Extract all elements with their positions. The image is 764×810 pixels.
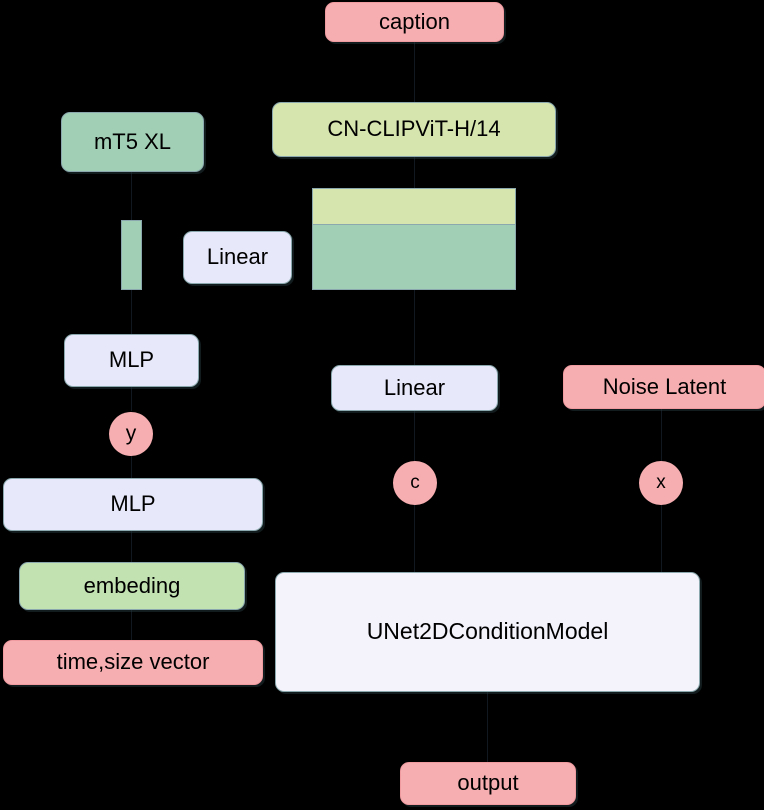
linear-mid-label: Linear (383, 374, 446, 400)
mt5-xl-label: mT5 XL (93, 128, 172, 154)
time-size-vector-label: time,size vector (56, 649, 210, 675)
x-variable-label: x (656, 472, 666, 493)
noise-latent-label: Noise Latent (602, 373, 727, 399)
linear-top-node[interactable]: Linear (183, 231, 292, 284)
embeding-node[interactable]: embeding (19, 562, 245, 610)
unet-label: UNet2DConditionModel (366, 618, 609, 645)
mlp-small-node[interactable]: MLP (64, 334, 199, 387)
time-size-vector-node[interactable]: time,size vector (3, 640, 263, 685)
edge-feature-to-linear (414, 290, 415, 365)
cn-clip-node[interactable]: CN-CLIPViT-H/14 (272, 102, 556, 157)
edge-x-to-unet (661, 505, 662, 572)
edge-greenbar-to-mlp (131, 290, 132, 334)
caption-label: caption (379, 8, 450, 34)
edge-mlpwide-to-embeding (131, 531, 132, 562)
clip-feature-top-band (312, 188, 516, 225)
edge-mlp-to-y (131, 387, 132, 411)
caption-node[interactable]: caption (325, 2, 504, 42)
linear-top-label: Linear (206, 244, 269, 270)
mlp-wide-label: MLP (110, 491, 156, 517)
c-variable-circle[interactable]: c (393, 461, 437, 505)
linear-mid-node[interactable]: Linear (331, 365, 498, 411)
mt5-xl-node[interactable]: mT5 XL (61, 112, 204, 172)
edge-y-to-mlpwide (131, 455, 132, 478)
embeding-label: embeding (83, 572, 181, 598)
edge-mt5-to-greenbar (131, 172, 132, 220)
edge-embeding-to-timesize (131, 610, 132, 640)
cn-clip-label: CN-CLIPViT-H/14 (327, 116, 501, 142)
mlp-wide-node[interactable]: MLP (3, 478, 263, 531)
edge-c-to-unet (414, 505, 415, 572)
mlp-small-label: MLP (108, 347, 155, 373)
unet-node[interactable]: UNet2DConditionModel (275, 572, 700, 692)
y-variable-circle[interactable]: y (109, 412, 153, 456)
noise-latent-node[interactable]: Noise Latent (563, 365, 764, 409)
x-variable-circle[interactable]: x (639, 461, 683, 505)
edge-unet-to-output (487, 692, 488, 762)
c-variable-label: c (410, 472, 420, 493)
edge-linear-to-c (414, 411, 415, 461)
edge-cnclip-to-feature (414, 157, 415, 188)
y-variable-label: y (125, 422, 137, 445)
clip-feature-bottom-band (312, 224, 516, 290)
edge-caption-to-cnclip (414, 41, 415, 103)
mt5-embedding-bar (121, 220, 142, 290)
edge-noise-to-x (661, 409, 662, 461)
output-label: output (457, 770, 519, 796)
output-node[interactable]: output (400, 762, 576, 805)
